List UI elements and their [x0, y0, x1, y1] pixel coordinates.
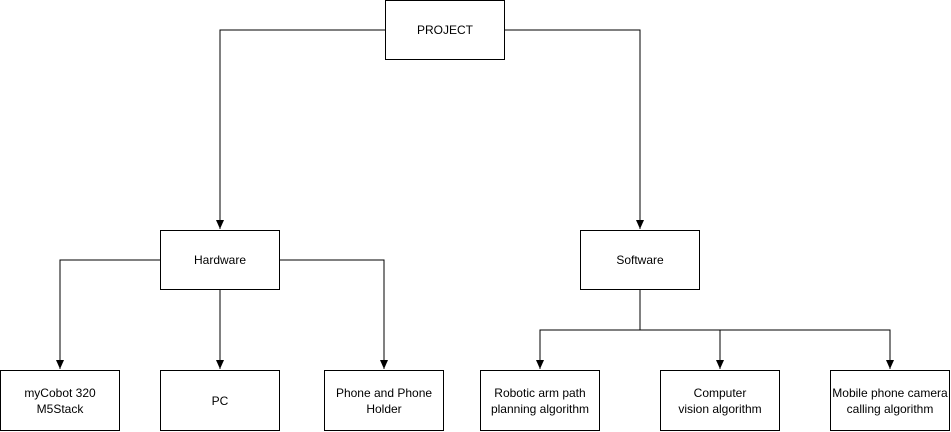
node-pc-label: PC	[211, 393, 229, 408]
connector-software-camera	[639, 290, 894, 369]
node-camera-label: Mobile phone camera calling algorithm	[832, 385, 948, 416]
node-project-label: PROJECT	[416, 23, 473, 37]
connector-project-hardware	[216, 29, 385, 229]
connector-software-robotic	[536, 290, 641, 369]
node-software[interactable]: Software	[580, 230, 700, 290]
node-camera[interactable]: Mobile phone camera calling algorithm	[830, 370, 950, 431]
node-vision-label: Computer vision algorithm	[678, 385, 762, 416]
node-vision[interactable]: Computer vision algorithm	[660, 370, 780, 431]
node-hardware[interactable]: Hardware	[160, 230, 280, 290]
node-phone-label: Phone and Phone Holder	[335, 385, 433, 416]
node-robotic[interactable]: Robotic arm path planning algorithm	[480, 370, 600, 431]
node-project[interactable]: PROJECT	[385, 0, 505, 60]
node-hardware-label: Hardware	[193, 253, 247, 267]
node-mycobot[interactable]: myCobot 320 M5Stack	[0, 370, 120, 431]
node-pc[interactable]: PC	[160, 370, 280, 431]
node-software-label: Software	[616, 253, 664, 267]
connector-project-software	[505, 29, 644, 229]
connector-hardware-mycobot	[56, 259, 160, 369]
node-robotic-label: Robotic arm path planning algorithm	[490, 385, 590, 416]
connector-hardware-phone	[280, 259, 388, 369]
node-phone[interactable]: Phone and Phone Holder	[324, 370, 444, 431]
node-mycobot-label: myCobot 320 M5Stack	[24, 385, 96, 416]
